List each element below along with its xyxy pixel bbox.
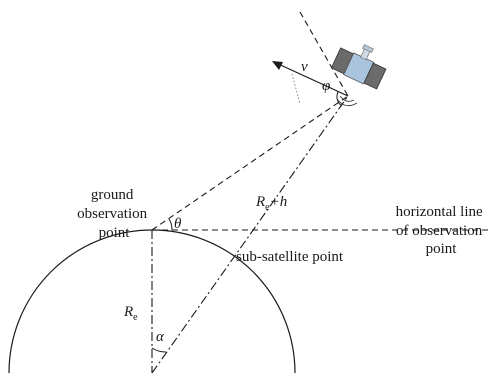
theta-angle-arc [168,218,173,231]
ground-observation-point-label: ground observation point [77,187,151,241]
phi-angle-arc [336,91,343,107]
line-of-sight [151,95,349,231]
sub-satellite-point-label: sub-satellite point [236,249,344,265]
velocity-symbol: v [301,59,308,75]
orbit-radius-symbol: Re+h [255,194,287,213]
satellite-axis-line [299,11,349,97]
horizontal-line-label: horizontal line of observation point [396,204,487,257]
earth-radius-symbol: Re [123,304,138,323]
antenna-beam-arc [339,95,355,102]
theta-symbol: θ [174,216,182,232]
antenna-beam-arc [336,98,358,107]
orbit-radius-line [151,95,349,373]
velocity-projection-line [291,73,301,105]
velocity-arrowhead [272,61,283,70]
satellite-icon [330,44,387,90]
phi-symbol: φ [322,78,330,94]
alpha-symbol: α [156,329,165,345]
velocity-vector [273,61,349,97]
alpha-angle-arc [151,347,167,353]
